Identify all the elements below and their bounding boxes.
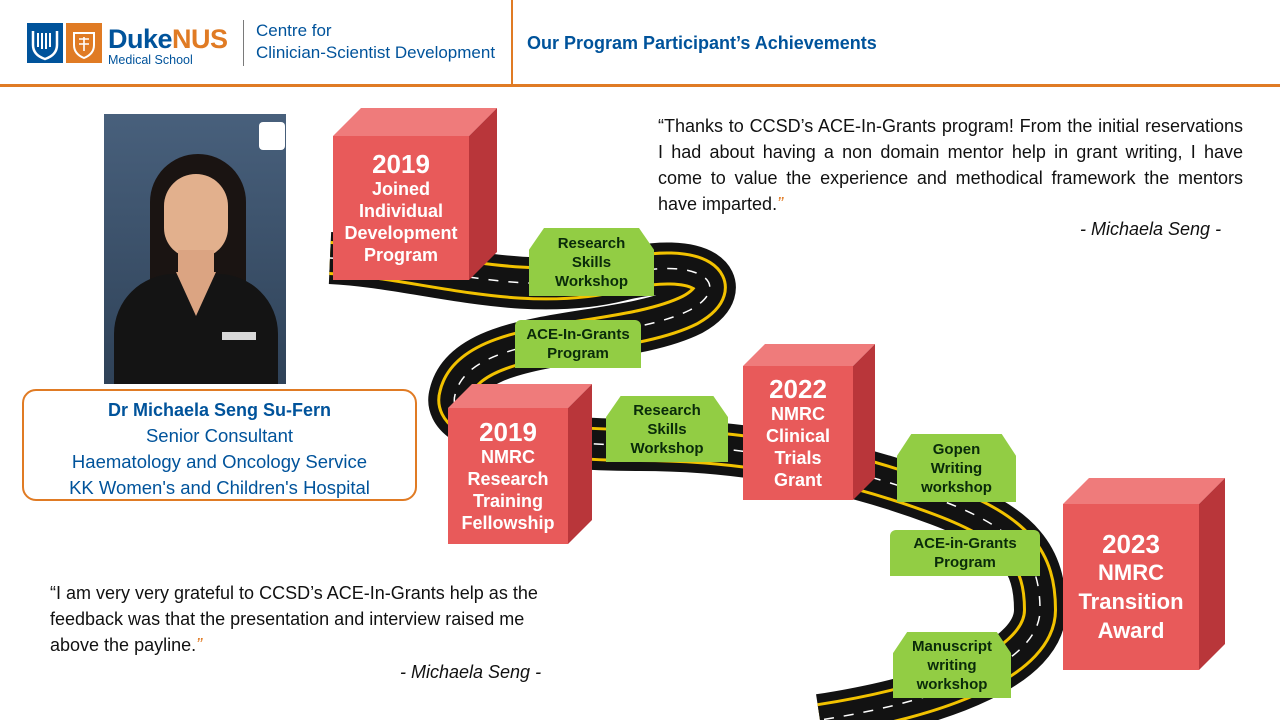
tag-research-skills-workshop: Research Skills Workshop bbox=[529, 228, 654, 296]
tag-line: ACE-in-Grants bbox=[913, 535, 1017, 552]
milestone-2022-nmrc-clinical: 2022 NMRC Clinical Trials Grant bbox=[743, 344, 875, 500]
centre-name-line2: Clinician-Scientist Development bbox=[256, 43, 496, 62]
bottom-quote-author: - Michaela Seng - bbox=[400, 662, 542, 682]
milestone-2023-nmrc-transition: 2023 NMRC Transition Award bbox=[1063, 478, 1225, 670]
tag-line: writing bbox=[927, 656, 977, 674]
milestone-line: NMRC bbox=[771, 404, 825, 424]
tag-line: Skills bbox=[647, 420, 687, 438]
tag-line: workshop bbox=[916, 675, 988, 693]
profile-card: Dr Michaela Seng Su-Fern Senior Consulta… bbox=[22, 389, 417, 501]
wall-sign-icon bbox=[259, 122, 285, 150]
tag-line: workshop bbox=[921, 478, 992, 496]
tag-line: Program bbox=[547, 345, 609, 362]
tag-gopen-writing-workshop: Gopen Writing workshop bbox=[897, 434, 1016, 502]
tag-ace-in-grants-program-2: ACE-in-Grants Program bbox=[890, 530, 1040, 576]
milestone-line: Research bbox=[467, 469, 549, 489]
milestone-line: NMRC bbox=[481, 447, 535, 467]
milestone-line: Development bbox=[344, 223, 458, 243]
header-rule bbox=[0, 84, 1280, 87]
name-badge bbox=[222, 332, 256, 340]
header-divider bbox=[511, 0, 513, 86]
profile-photo bbox=[104, 114, 286, 384]
duke-nus-wordmark: DukeNUS bbox=[108, 24, 228, 54]
milestone-line: Training bbox=[472, 491, 543, 511]
bottom-quote: “I am very very grateful to CCSD’s ACE-I… bbox=[50, 583, 538, 655]
milestone-line: Transition bbox=[1078, 588, 1184, 614]
top-quote: “Thanks to CCSD’s ACE-In-Grants program!… bbox=[658, 116, 1243, 214]
milestone-line: Joined bbox=[371, 179, 430, 199]
logo-divider bbox=[243, 20, 244, 66]
milestone-2019-idp: 2019 Joined Individual Development Progr… bbox=[333, 108, 497, 280]
tag-line: ACE-In-Grants bbox=[526, 326, 630, 343]
header: DukeNUS Medical School Centre for Clinic… bbox=[0, 0, 1280, 86]
milestone-year: 2023 bbox=[1102, 528, 1160, 559]
page-title: Our Program Participant’s Achievements bbox=[527, 33, 877, 53]
milestone-line: Grant bbox=[773, 470, 822, 490]
tag-line: Research bbox=[557, 234, 626, 252]
milestone-line: Clinical bbox=[765, 426, 831, 446]
duke-shield-logo bbox=[27, 23, 63, 63]
profile-name: Dr Michaela Seng Su-Fern bbox=[107, 400, 332, 420]
milestone-year: 2019 bbox=[479, 417, 537, 447]
face bbox=[164, 174, 228, 258]
tag-line: Workshop bbox=[630, 439, 704, 457]
tag-line: Program bbox=[934, 554, 996, 571]
tag-line: Gopen bbox=[932, 440, 981, 458]
profile-service: Haematology and Oncology Service bbox=[71, 451, 368, 472]
milestone-year: 2019 bbox=[372, 149, 430, 179]
profile-hospital: KK Women's and Children's Hospital bbox=[69, 477, 370, 498]
milestone-line: Program bbox=[363, 245, 439, 265]
tag-line: Workshop bbox=[554, 272, 629, 290]
milestone-2019-nmrc-fellowship: 2019 NMRC Research Training Fellowship bbox=[448, 384, 592, 544]
medical-school-label: Medical School bbox=[108, 53, 193, 67]
top-quote-author: - Michaela Seng - bbox=[1080, 219, 1222, 239]
milestone-line: Trials bbox=[774, 448, 822, 468]
milestone-line: Individual bbox=[358, 201, 443, 221]
tag-line: Research bbox=[633, 401, 701, 419]
tag-line: Writing bbox=[930, 459, 983, 477]
milestone-line: NMRC bbox=[1098, 559, 1164, 585]
tag-line: Manuscript bbox=[911, 637, 992, 655]
tag-ace-in-grants-program: ACE-In-Grants Program bbox=[515, 320, 641, 368]
milestone-year: 2022 bbox=[769, 374, 827, 404]
nus-crest-logo bbox=[66, 23, 102, 63]
profile-role: Senior Consultant bbox=[145, 425, 294, 446]
centre-name-line1: Centre for bbox=[256, 21, 332, 40]
tag-research-skills-workshop-2: Research Skills Workshop bbox=[606, 396, 728, 462]
milestone-line: Award bbox=[1097, 617, 1165, 643]
tag-line: Skills bbox=[571, 253, 612, 271]
tag-manuscript-writing-workshop: Manuscript writing workshop bbox=[893, 632, 1011, 698]
milestone-line: Fellowship bbox=[461, 513, 555, 533]
